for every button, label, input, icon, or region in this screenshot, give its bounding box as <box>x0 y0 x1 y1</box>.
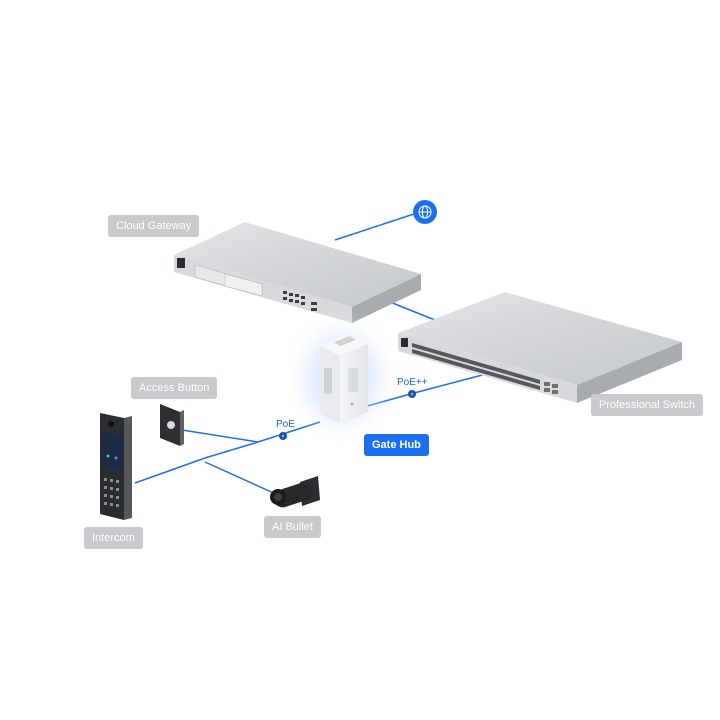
lightning-icon <box>410 391 414 397</box>
poe-label: PoE <box>276 419 295 430</box>
link-camera-trunk <box>204 461 279 496</box>
access-button-label: Access Button <box>131 377 218 399</box>
poe-plus-marker <box>408 390 416 398</box>
lightning-icon <box>281 433 285 439</box>
link-intercom-hub <box>134 421 321 484</box>
intercom-device[interactable] <box>100 413 132 520</box>
ai-bullet-device[interactable] <box>270 476 320 510</box>
gate-hub-label: Gate Hub <box>364 434 429 456</box>
ai-bullet-label: AI Bullet <box>264 516 321 538</box>
intercom-keypad <box>104 478 119 507</box>
gate-hub-device[interactable] <box>284 310 400 446</box>
cloud-gateway-label: Cloud Gateway <box>108 215 200 237</box>
poe-plus-label: PoE++ <box>397 377 428 388</box>
cloud-gateway-device[interactable] <box>174 222 421 323</box>
link-gateway-switch <box>384 299 441 323</box>
intercom-label: Intercom <box>84 527 143 549</box>
poe-marker <box>279 432 287 440</box>
professional-switch-device[interactable] <box>398 292 682 403</box>
switch-port-rows <box>412 343 540 390</box>
link-gateway-internet <box>334 211 421 241</box>
internet-node[interactable] <box>413 200 437 224</box>
access-button-device[interactable] <box>160 404 184 446</box>
link-button-trunk <box>181 429 259 443</box>
professional-switch-label: Professional Switch <box>591 394 703 416</box>
globe-icon <box>418 205 432 219</box>
